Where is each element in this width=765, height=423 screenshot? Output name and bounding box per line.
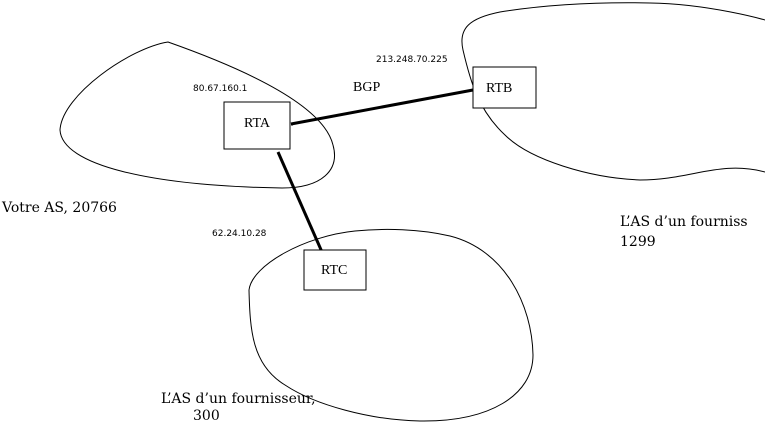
as-cloud-300 <box>248 228 534 422</box>
as-label-1299-line1: L’AS d’un fourniss <box>620 214 748 230</box>
rtb-ip-label: 213.248.70.225 <box>376 55 448 65</box>
as-cloud-1299 <box>461 2 765 181</box>
as-label-yours: Votre AS, 20766 <box>1 200 117 216</box>
router-rtb-label: RTB <box>486 81 512 96</box>
router-rtb-box[interactable] <box>472 66 537 109</box>
as-cloud-yours <box>59 41 335 189</box>
bgp-label: BGP <box>353 80 380 95</box>
router-rta-box[interactable] <box>223 101 291 150</box>
as-label-1299-line2: 1299 <box>620 234 656 250</box>
as-label-300-line2: 300 <box>193 408 220 423</box>
link-rta-rtc <box>276 151 324 253</box>
router-rta-label: RTA <box>244 116 271 131</box>
as-label-300-line1: L’AS d’un fournisseur, <box>161 391 316 407</box>
rta-ip-label: 80.67.160.1 <box>193 84 247 94</box>
rtc-ip-label: 62.24.10.28 <box>212 229 267 239</box>
router-rtc-label: RTC <box>321 263 347 278</box>
router-rtc-box[interactable] <box>303 249 367 291</box>
bgp-link-rta-rtb <box>290 88 474 126</box>
